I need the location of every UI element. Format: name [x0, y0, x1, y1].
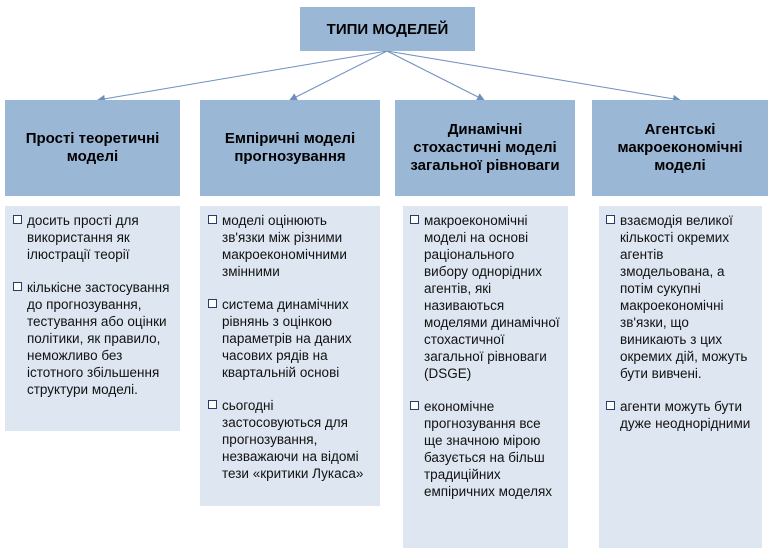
- category-header-simple-theoretical: Прості теоретичні моделі: [5, 100, 180, 196]
- bullet-text: агенти можуть бути дуже неоднорідними: [620, 399, 751, 431]
- category-title: Прості теоретичні моделі: [25, 130, 160, 165]
- category-title: Емпіричні моделі прогнозування: [224, 130, 356, 165]
- category-details-simple-theoretical: досить прості для використання як ілюстр…: [5, 206, 180, 431]
- category-header-dsge: Динамічні стохастичні моделі загальної р…: [395, 100, 575, 196]
- bullet-item: макроекономічні моделі на основі раціона…: [410, 212, 562, 382]
- bullet-item: кількісне застосування до прогнозування,…: [13, 279, 172, 398]
- bullet-item: система динамічних рівнянь з оцінкою пар…: [208, 296, 372, 381]
- connector-4: [386, 50, 681, 103]
- bullet-text: кількісне застосування до прогнозування,…: [27, 280, 170, 397]
- root-node: ТИПИ МОДЕЛЕЙ: [300, 7, 475, 51]
- bullet-text: економічне прогнозування все ще значною …: [424, 399, 553, 499]
- connector-2: [289, 50, 388, 101]
- category-title: Динамічні стохастичні моделі загальної р…: [410, 121, 560, 174]
- checkbox-bullet-icon: [606, 215, 615, 224]
- bullet-item: агенти можуть бути дуже неоднорідними: [606, 398, 756, 432]
- checkbox-bullet-icon: [13, 215, 22, 224]
- bullet-text: сьогодні застосовуються для прогнозуванн…: [222, 398, 364, 481]
- category-header-empirical: Емпіричні моделі прогнозування: [200, 100, 380, 196]
- bullet-item: взаємодія великої кількості окремих аген…: [606, 212, 756, 382]
- checkbox-bullet-icon: [208, 400, 217, 409]
- bullet-item: сьогодні застосовуються для прогнозуванн…: [208, 397, 372, 482]
- bullet-item: досить прості для використання як ілюстр…: [13, 212, 172, 263]
- bullet-text: макроекономічні моделі на основі раціона…: [424, 213, 560, 381]
- checkbox-bullet-icon: [13, 282, 22, 291]
- bullet-text: досить прості для використання як ілюстр…: [27, 213, 139, 262]
- category-header-agent-based: Агентські макроекономічні моделі: [592, 100, 768, 196]
- bullet-text: взаємодія великої кількості окремих аген…: [620, 213, 748, 381]
- connector-1: [97, 50, 388, 103]
- bullet-item: економічне прогнозування все ще значною …: [410, 398, 562, 500]
- checkbox-bullet-icon: [410, 215, 419, 224]
- checkbox-bullet-icon: [606, 401, 615, 410]
- checkbox-bullet-icon: [208, 299, 217, 308]
- category-details-agent-based: взаємодія великої кількості окремих аген…: [599, 206, 762, 548]
- root-title: ТИПИ МОДЕЛЕЙ: [326, 20, 449, 38]
- category-title: Агентські макроекономічні моделі: [617, 121, 743, 174]
- category-details-empirical: моделі оцінюють зв'язки між різними макр…: [200, 206, 380, 506]
- bullet-text: моделі оцінюють зв'язки між різними макр…: [222, 213, 347, 279]
- checkbox-bullet-icon: [410, 401, 419, 410]
- bullet-text: система динамічних рівнянь з оцінкою пар…: [222, 297, 352, 380]
- checkbox-bullet-icon: [208, 215, 217, 224]
- bullet-item: моделі оцінюють зв'язки між різними макр…: [208, 212, 372, 280]
- connector-3: [386, 50, 485, 101]
- category-details-dsge: макроекономічні моделі на основі раціона…: [403, 206, 568, 548]
